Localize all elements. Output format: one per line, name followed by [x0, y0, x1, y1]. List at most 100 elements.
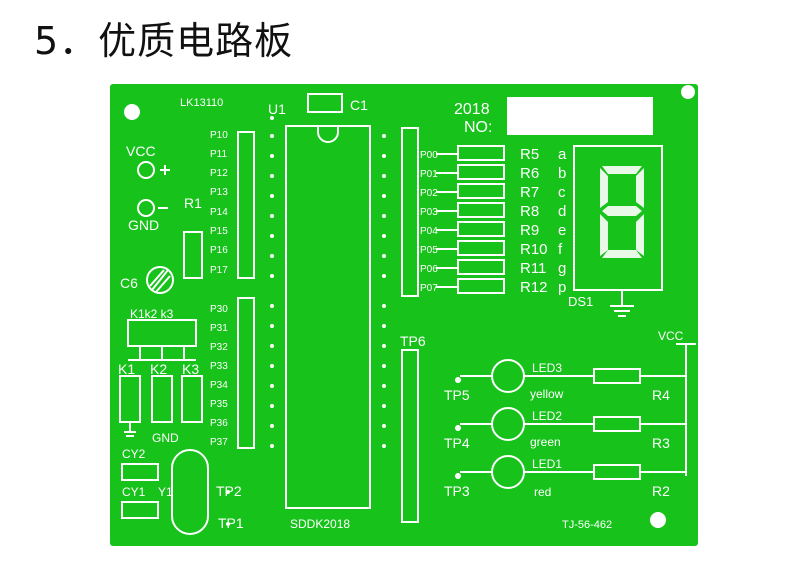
- pin-label-p16: P16: [210, 245, 228, 256]
- r2-label: R2: [652, 483, 670, 499]
- pin-label-p17: P17: [210, 265, 228, 276]
- led-traces: [460, 375, 492, 473]
- pin-label-p36: P36: [210, 418, 228, 429]
- pin-label-p30: P30: [210, 304, 228, 315]
- resistor-label-r12: R12: [520, 279, 548, 296]
- board-code-label: TJ-56-462: [562, 519, 612, 531]
- key-k1: [119, 375, 141, 423]
- segment-letter-f: f: [558, 241, 563, 258]
- tp1-label: TP1: [218, 515, 244, 531]
- pin-label-p32: P32: [210, 342, 228, 353]
- pin-label-p37: P37: [210, 437, 228, 448]
- keys-traces: [128, 346, 196, 361]
- cy1-pad: [121, 501, 159, 519]
- mcu-socket-outline: [285, 125, 371, 509]
- tp2-label: TP2: [216, 483, 242, 499]
- tp4-label: TP4: [444, 435, 470, 451]
- resistor-r6: [457, 164, 505, 180]
- tp6-label: TP6: [400, 333, 426, 349]
- pin-label-p00: P00: [420, 150, 438, 161]
- pin-dots: [226, 116, 461, 526]
- led2-outline: [491, 407, 525, 441]
- resistor-r1: [183, 231, 203, 279]
- pin-label-p10: P10: [210, 130, 228, 141]
- crystal-y1: [171, 449, 209, 535]
- resistor-label-r9: R9: [520, 222, 539, 239]
- resistor-r9: [457, 221, 505, 237]
- pin-label-p35: P35: [210, 399, 228, 410]
- pin-label-p03: P03: [420, 207, 438, 218]
- vcc-rail: [640, 343, 696, 476]
- p0-traces: [436, 153, 458, 288]
- page-heading: 5．优质电路板: [34, 19, 294, 63]
- c1-label: C1: [350, 97, 368, 113]
- segment-letter-c: c: [558, 184, 566, 201]
- led2-label: LED2: [532, 409, 562, 423]
- segment-letter-d: d: [558, 203, 566, 220]
- segment-letter-a: a: [558, 146, 567, 163]
- pcb-artwork: LK13110 U1 C1 2018 NO: VCC GND R1 C6 K1k…: [118, 85, 696, 535]
- k3-label: K3: [182, 361, 199, 377]
- c1-outline: [307, 93, 343, 113]
- keys-header-label: K1k2 k3: [130, 307, 174, 321]
- c6-label: C6: [120, 275, 138, 291]
- segment-letter-e: e: [558, 222, 566, 239]
- cy2-label: CY2: [122, 447, 146, 461]
- r3-label: R3: [652, 435, 670, 451]
- key-k3: [181, 375, 203, 423]
- pcb-board: LK13110 U1 C1 2018 NO: VCC GND R1 C6 K1k…: [110, 84, 698, 546]
- led-resistor-traces: [524, 375, 594, 473]
- resistor-r3: [593, 416, 641, 432]
- year-label: 2018: [454, 101, 490, 118]
- gnd-terminal: [137, 199, 155, 217]
- p1-header: [237, 131, 255, 279]
- chip-label: SDDK2018: [290, 517, 350, 531]
- cy2-pad: [121, 463, 159, 481]
- led3-outline: [491, 359, 525, 393]
- mount-hole-top-left: [124, 104, 140, 120]
- polarity-marks: [158, 165, 170, 209]
- board-model-label: LK13110: [180, 97, 223, 109]
- mount-hole-top-right: [681, 85, 695, 99]
- key-k2: [151, 375, 173, 423]
- pin-label-p31: P31: [210, 323, 228, 334]
- vcc-terminal: [137, 161, 155, 179]
- seven-segment-outline: [573, 145, 663, 291]
- resistor-label-r5: R5: [520, 146, 539, 163]
- r1-label: R1: [184, 195, 202, 211]
- ds1-label: DS1: [568, 294, 593, 309]
- pin-label-p02: P02: [420, 188, 438, 199]
- led2-color-label: green: [530, 435, 561, 449]
- vcc-right-label: VCC: [658, 329, 684, 343]
- led1-label: LED1: [532, 457, 562, 471]
- mcu-notch: [317, 126, 339, 143]
- capacitor-c6: [146, 266, 174, 294]
- k2-label: K2: [150, 361, 167, 377]
- keys-header: [127, 319, 197, 347]
- c6-hatch: [149, 269, 171, 293]
- segment-letter-b: b: [558, 165, 566, 182]
- led3-color-label: yellow: [530, 387, 564, 401]
- pin-label-p14: P14: [210, 207, 228, 218]
- pin-label-p34: P34: [210, 380, 228, 391]
- keys-ground: [124, 422, 136, 437]
- resistor-r11: [457, 259, 505, 275]
- pin-label-p06: P06: [420, 264, 438, 275]
- resistor-label-r10: R10: [520, 241, 548, 258]
- pin-label-p13: P13: [210, 187, 228, 198]
- segment-letter-g: g: [558, 260, 566, 277]
- resistor-r10: [457, 240, 505, 256]
- led1-color-label: red: [534, 485, 551, 499]
- pin-label-p15: P15: [210, 226, 228, 237]
- no-label: NO:: [464, 119, 492, 136]
- tp5-label: TP5: [444, 387, 470, 403]
- pin-label-p01: P01: [420, 169, 438, 180]
- gnd-label: GND: [128, 217, 159, 233]
- pin-label-p05: P05: [420, 245, 438, 256]
- pin-label-p11: P11: [210, 149, 227, 160]
- pin-label-p04: P04: [420, 226, 438, 237]
- y1-label: Y1: [158, 485, 173, 499]
- p3-header: [237, 297, 255, 449]
- u1-label: U1: [268, 101, 286, 117]
- ds1-ground: [610, 290, 634, 317]
